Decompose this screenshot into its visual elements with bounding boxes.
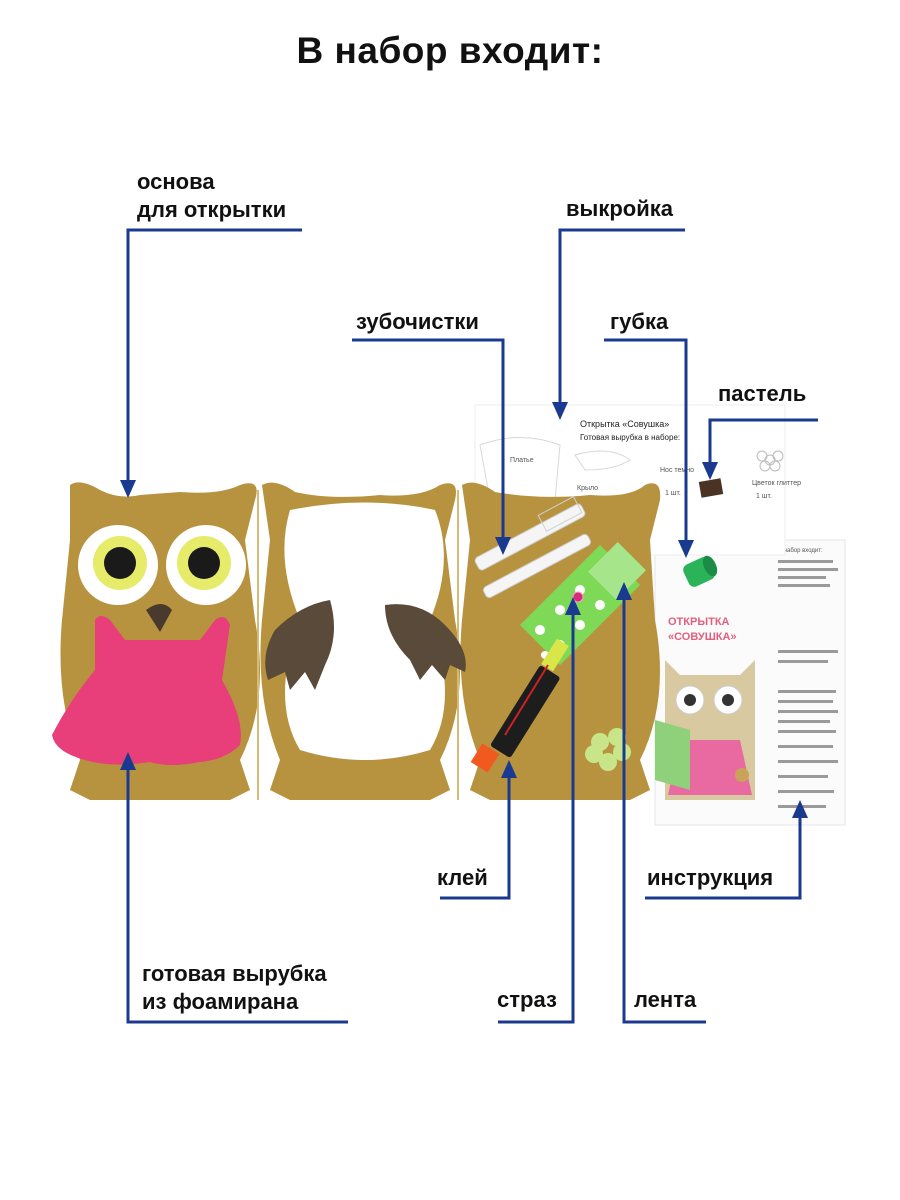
owl-face bbox=[78, 525, 246, 632]
label-toothpicks: зубочистки bbox=[356, 309, 479, 334]
label-card-base-line2: для открытки bbox=[137, 197, 287, 222]
label-pattern: выкройка bbox=[566, 196, 673, 221]
pattern-heading: Открытка «Совушка» bbox=[580, 419, 669, 429]
pattern-item-5: Цветок глиттер bbox=[752, 480, 801, 487]
label-foam-cut-line2: из фоамирана bbox=[142, 989, 299, 1014]
label-rhinestone: страз bbox=[497, 987, 557, 1012]
glitter-flower bbox=[585, 728, 631, 771]
pastel-stick bbox=[698, 478, 724, 498]
foam-dress bbox=[52, 616, 241, 765]
card-window-cutout bbox=[284, 502, 445, 760]
label-instruction: инструкция bbox=[647, 865, 774, 890]
instruction-sheet: ОТКРЫТКА «СОВУШКА» В набор входит: bbox=[654, 539, 846, 826]
label-card-base: основа для открытки bbox=[137, 168, 286, 224]
label-pastel: пастель bbox=[718, 381, 807, 406]
pattern-item-4: 1 шт. bbox=[665, 490, 681, 497]
instruction-owl-picture bbox=[655, 660, 755, 800]
flower-outline-icon bbox=[756, 450, 784, 472]
instruction-title-2: «СОВУШКА» bbox=[668, 631, 737, 643]
pointer-lines bbox=[126, 228, 818, 1024]
foam-wing-left bbox=[265, 600, 334, 690]
pattern-item-6: 1 шт. bbox=[756, 493, 772, 500]
label-foam-cut-line1: готовая вырубка bbox=[142, 961, 327, 986]
glue-tube bbox=[470, 638, 569, 773]
pointer-arrowheads bbox=[120, 402, 808, 818]
label-sponge: губка bbox=[610, 309, 669, 334]
instruction-title-1: ОТКРЫТКА bbox=[668, 616, 730, 628]
pattern-item-3: Нос темно bbox=[660, 467, 694, 474]
label-ribbon: лента bbox=[634, 987, 697, 1012]
pattern-item-2: Крыло bbox=[577, 485, 598, 492]
label-foam-cut: готовая вырубка из фоамирана bbox=[142, 960, 327, 1016]
label-card-base-line1: основа bbox=[137, 169, 215, 194]
label-glue: клей bbox=[437, 865, 488, 890]
foam-wing-right bbox=[385, 604, 466, 680]
page-title: В набор входит: bbox=[296, 30, 604, 71]
instruction-kit-heading: В набор входит: bbox=[778, 548, 823, 554]
sponge bbox=[683, 555, 718, 587]
pattern-item-1: Платье bbox=[510, 457, 534, 464]
pattern-subheading: Готовая вырубка в наборе: bbox=[580, 433, 680, 442]
